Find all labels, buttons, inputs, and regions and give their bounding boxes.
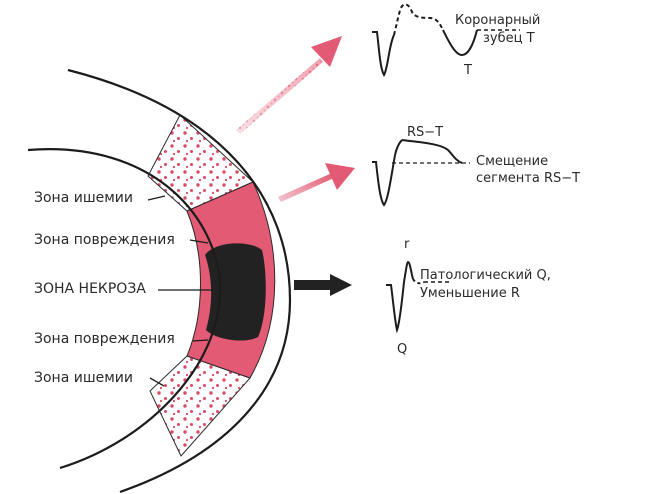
necrosis-zone	[205, 243, 266, 341]
ecg-rst-shift	[372, 139, 470, 207]
label-ischemia-bottom: Зона ишемии	[34, 370, 134, 386]
label-shift: Смещение	[476, 154, 549, 169]
label-t-letter: Т	[464, 63, 472, 78]
leader-injury-bottom	[192, 339, 209, 342]
label-injury-top: Зона повреждения	[34, 232, 175, 248]
arrow-injury	[278, 163, 355, 202]
outer-wall-arc	[67, 68, 292, 494]
ecg-coronary-t-wave	[372, 3, 520, 78]
label-rst: RS−T	[407, 125, 444, 140]
ecg-pathological-q	[386, 260, 450, 334]
leader-ischemia-top	[147, 195, 166, 201]
label-necrosis: ЗОНА НЕКРОЗА	[34, 281, 146, 297]
arrow-ischemia	[236, 36, 342, 134]
label-coronary: Коронарный	[455, 13, 541, 28]
leader-injury-top	[189, 239, 209, 244]
inner-wall-arc	[27, 148, 222, 470]
arrow-necrosis	[294, 274, 352, 296]
label-r-letter: r	[404, 237, 410, 252]
label-t-wave: зубец Т	[483, 31, 535, 46]
label-injury-bottom: Зона повреждения	[34, 331, 175, 347]
label-q-letter: Q	[397, 342, 408, 357]
label-decrease-r: Уменьшение R	[420, 286, 520, 301]
label-ischemia-top: Зона ишемии	[34, 190, 134, 206]
label-rst-segment: сегмента RS−T	[476, 171, 581, 186]
leader-ischemia-bottom	[149, 377, 165, 387]
label-pathological-q: Патологический Q,	[420, 268, 551, 283]
